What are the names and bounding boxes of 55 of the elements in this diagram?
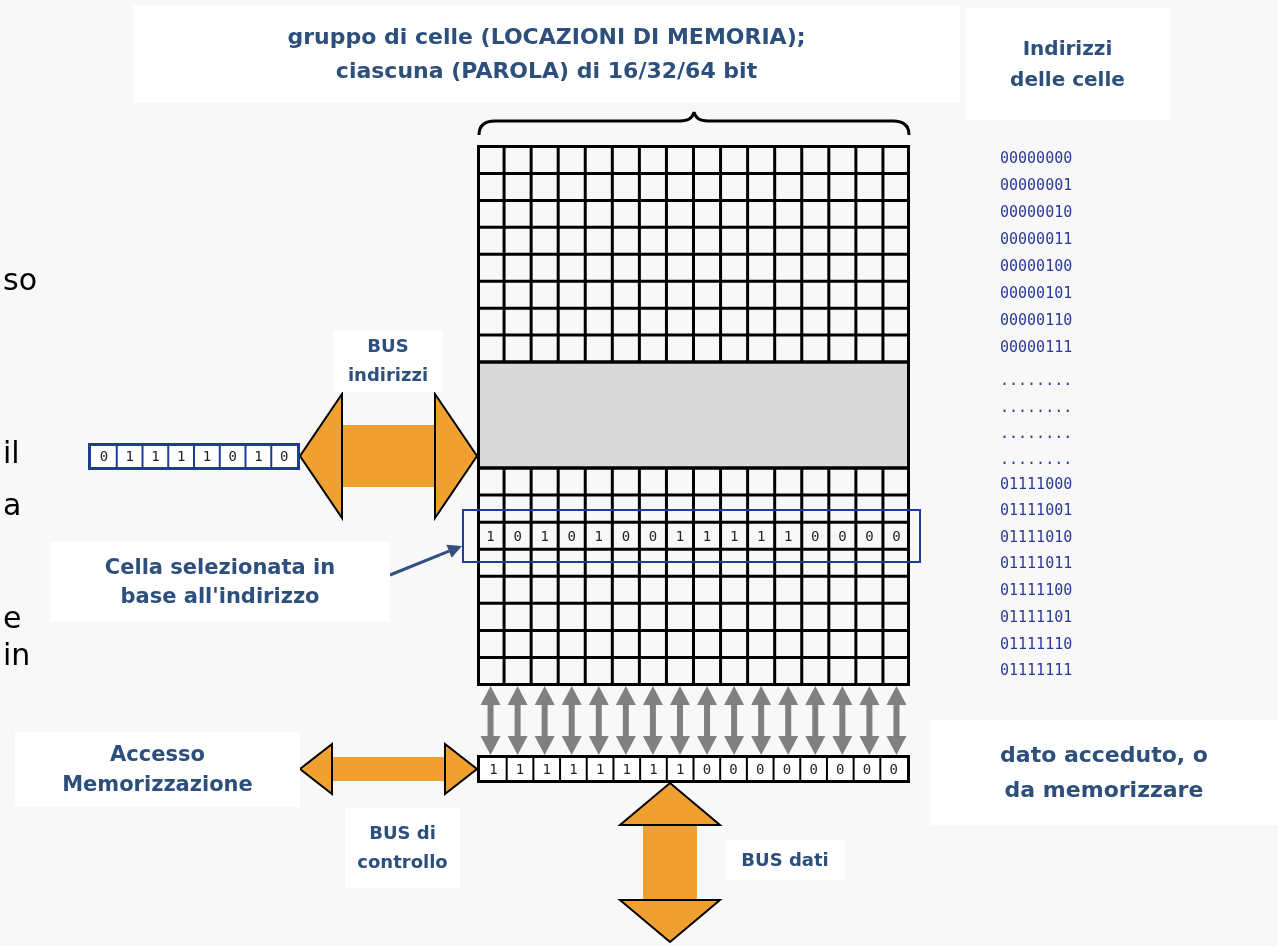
leader-arrow [389, 544, 462, 577]
binary-address: 00000110 [1000, 310, 1073, 331]
binary-address: ........ [1000, 423, 1073, 444]
binary-address: 00000100 [1000, 256, 1073, 277]
binary-address: 01111010 [1000, 527, 1073, 548]
heading-text: gruppo di celle (LOCAZIONI DI MEMORIA); ciascuna (PAROLA) di 16/32/64 bit [133, 5, 960, 103]
transfer-arrow [859, 686, 880, 755]
label-background [15, 732, 300, 807]
edge-label: BUS indirizzi [333, 330, 443, 392]
callout-text: Cella selezionata in base all'indirizzo [103, 553, 337, 610]
cropped-text: so [3, 262, 37, 299]
binary-address: 01111011 [1000, 553, 1073, 574]
binary-address: 00000111 [1000, 337, 1073, 358]
cropped-text: in [3, 637, 31, 674]
cropped-text: il [3, 435, 20, 472]
transfer-arrow [805, 686, 826, 755]
transfer-arrow [615, 686, 636, 755]
binary-address: 01111001 [1000, 500, 1073, 521]
binary-address: ........ [1000, 370, 1073, 391]
binary-address: 00000000 [1000, 148, 1073, 169]
column-heading: Indirizzi delle celle [965, 8, 1170, 120]
label-background [50, 542, 390, 622]
transfer-arrow [480, 686, 501, 755]
transfer-arrow [534, 686, 555, 755]
transfer-arrow [724, 686, 745, 755]
caption-text: dato acceduto, o da memorizzare [930, 720, 1278, 825]
bus-arrow [299, 393, 478, 519]
transfer-arrow [507, 686, 528, 755]
transfer-arrow [778, 686, 799, 755]
transfer-arrow [832, 686, 853, 755]
edge-label: BUS dati [725, 840, 845, 880]
binary-address: 00000101 [1000, 283, 1073, 304]
edge-label: BUS di controllo [345, 808, 460, 888]
binary-address: ........ [1000, 397, 1073, 418]
transfer-arrow [669, 686, 690, 755]
transfer-arrow [561, 686, 582, 755]
bus-arrow [619, 782, 721, 943]
cropped-text: a [3, 487, 22, 524]
binary-address: 00000001 [1000, 175, 1073, 196]
binary-address: 00000010 [1000, 202, 1073, 223]
binary-address: 01111100 [1000, 580, 1073, 601]
binary-address: 01111000 [1000, 474, 1073, 495]
bus-arrow [299, 743, 478, 795]
transfer-arrow [886, 686, 907, 755]
transfer-arrow [642, 686, 663, 755]
transfer-arrow [697, 686, 718, 755]
binary-address: ........ [1000, 449, 1073, 470]
cropped-text: e [3, 600, 22, 637]
binary-address: 01111101 [1000, 607, 1073, 628]
transfer-arrow [588, 686, 609, 755]
binary-address: 01111111 [1000, 660, 1073, 681]
transfer-arrow [751, 686, 772, 755]
binary-address: 01111110 [1000, 634, 1073, 655]
binary-address: 00000011 [1000, 229, 1073, 250]
control-signal-text: Accesso Memorizzazione [61, 741, 254, 798]
